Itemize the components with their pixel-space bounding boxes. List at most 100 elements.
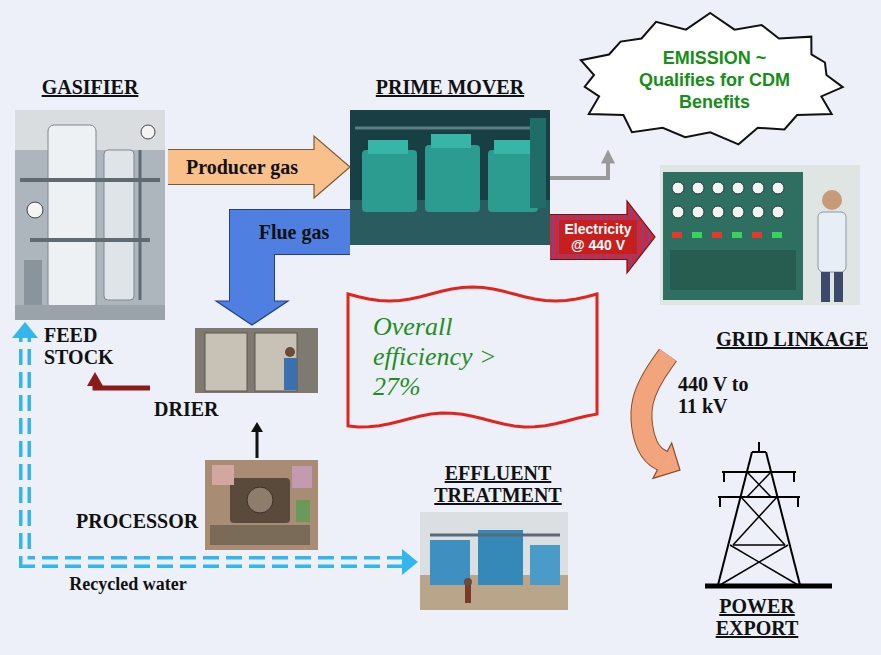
transmission-tower <box>722 471 796 473</box>
gasifier-photo <box>15 305 165 320</box>
gasifier-photo <box>141 125 155 139</box>
processor-photo <box>205 460 318 550</box>
control-panel-photo <box>712 206 724 218</box>
transmission-tower <box>718 496 800 498</box>
node-label: FEED STOCK <box>44 324 132 368</box>
gasifier-photo <box>24 260 42 310</box>
step-up-arrow <box>641 355 668 461</box>
prime-mover-photo <box>350 110 550 245</box>
step-up-arrow <box>641 355 668 461</box>
drier-unit: DRIER <box>150 325 320 422</box>
processor-unit: PROCESSOR <box>72 458 320 552</box>
transmission-tower <box>720 545 788 585</box>
connector-label: Electricity @ 440 V <box>559 220 637 254</box>
recycled-water-line <box>402 549 418 575</box>
control-panel-photo <box>732 206 744 218</box>
prime-mover-unit: PRIME MOVER <box>350 72 550 247</box>
step-up-arrow <box>641 355 680 478</box>
processor-arrow <box>251 422 263 458</box>
processor-photo <box>210 525 310 545</box>
prime-mover-photo <box>350 110 550 245</box>
prime-mover-photo <box>530 118 546 208</box>
effluent-treatment-photo <box>464 578 472 586</box>
flue-gas-arrow <box>216 232 350 325</box>
prime-mover-photo <box>368 140 408 154</box>
transmission-tower <box>733 544 785 546</box>
banner-outline <box>348 287 597 427</box>
node-label: GASIFIER <box>12 76 168 98</box>
node-label: PRIME MOVER <box>350 76 550 98</box>
transmission-tower <box>723 472 725 482</box>
transmission-tower <box>758 442 760 452</box>
flue-gas-arrow <box>216 301 288 325</box>
control-panel-photo <box>672 182 684 194</box>
control-panel-photo <box>752 182 764 194</box>
gasifier-photo <box>139 150 142 300</box>
effluent-treatment-photo <box>530 545 560 585</box>
feed-arrow <box>87 372 150 388</box>
node-label: EFFLUENT TREATMENT <box>418 462 578 506</box>
control-panel-photo <box>732 232 742 238</box>
connector-label: 440 V to 11 kV <box>678 373 760 417</box>
control-panel-photo <box>772 182 784 194</box>
effluent-treatment-unit: EFFLUENT TREATMENT <box>418 460 578 612</box>
control-panel-photo <box>821 272 830 302</box>
control-panel-photo <box>732 182 744 194</box>
effluent-treatment-photo <box>430 540 470 585</box>
prime-mover-photo <box>425 145 480 212</box>
prime-mover-photo <box>494 140 530 154</box>
grid-linkage-unit: GRID LINKAGE <box>655 165 868 355</box>
starburst-outline <box>581 13 843 144</box>
transmission-tower <box>741 497 785 545</box>
efficiency-banner: Overall efficiency > 27% <box>345 278 600 436</box>
control-panel-photo <box>772 206 784 218</box>
processor-photo <box>247 487 273 513</box>
control-panel-photo <box>692 206 704 218</box>
gasifier-photo <box>27 202 43 218</box>
feed-arrow <box>95 385 150 388</box>
node-label: Overall efficiency > 27% <box>373 312 508 402</box>
control-panel-photo <box>818 212 846 272</box>
producer-gas-arrow <box>314 136 350 198</box>
node-label: POWER EXPORT <box>702 595 812 639</box>
control-panel-photo <box>692 232 702 238</box>
connector-label: Producer gas <box>186 156 298 178</box>
drier-photo <box>284 358 297 390</box>
recycled-water-line <box>12 322 418 575</box>
emission-starburst: EMISSION ~ Qualifies for CDM Benefits <box>568 11 852 150</box>
producer-gas-arrow <box>168 149 315 185</box>
control-panel-photo <box>712 182 724 194</box>
node-label: PROCESSOR <box>76 510 198 532</box>
gasifier-photo <box>15 110 165 320</box>
drier-photo <box>205 333 247 391</box>
feed-arrow <box>87 372 103 386</box>
transmission-tower <box>747 472 771 497</box>
recycled-water-line <box>25 337 403 562</box>
drier-photo <box>255 333 297 391</box>
drier-photo <box>195 328 318 393</box>
effluent-treatment-photo <box>465 585 471 603</box>
control-panel-photo <box>663 172 803 300</box>
control-panel-photo <box>692 182 704 194</box>
control-panel-photo <box>712 232 722 238</box>
node-label: EMISSION ~ Qualifies for CDM Benefits <box>624 47 804 113</box>
processor-photo <box>212 465 234 485</box>
control-panel-photo <box>772 232 782 238</box>
gasifier-photo <box>48 125 96 310</box>
effluent-treatment-photo <box>420 512 568 610</box>
connector-label: Recycled water <box>69 574 186 594</box>
node-label: DRIER <box>154 398 218 420</box>
transmission-tower <box>733 497 777 545</box>
processor-arrow <box>251 422 263 432</box>
processor-photo <box>205 460 318 550</box>
transmission-tower <box>705 442 832 586</box>
prime-mover-photo <box>431 134 471 148</box>
transmission-tower <box>747 472 771 497</box>
gasifier-photo <box>15 110 165 320</box>
control-panel-photo <box>672 232 682 238</box>
emission-arrow <box>601 149 615 163</box>
control-panel-photo <box>660 165 860 305</box>
control-panel-photo <box>670 250 796 290</box>
control-panel-photo <box>752 232 762 238</box>
